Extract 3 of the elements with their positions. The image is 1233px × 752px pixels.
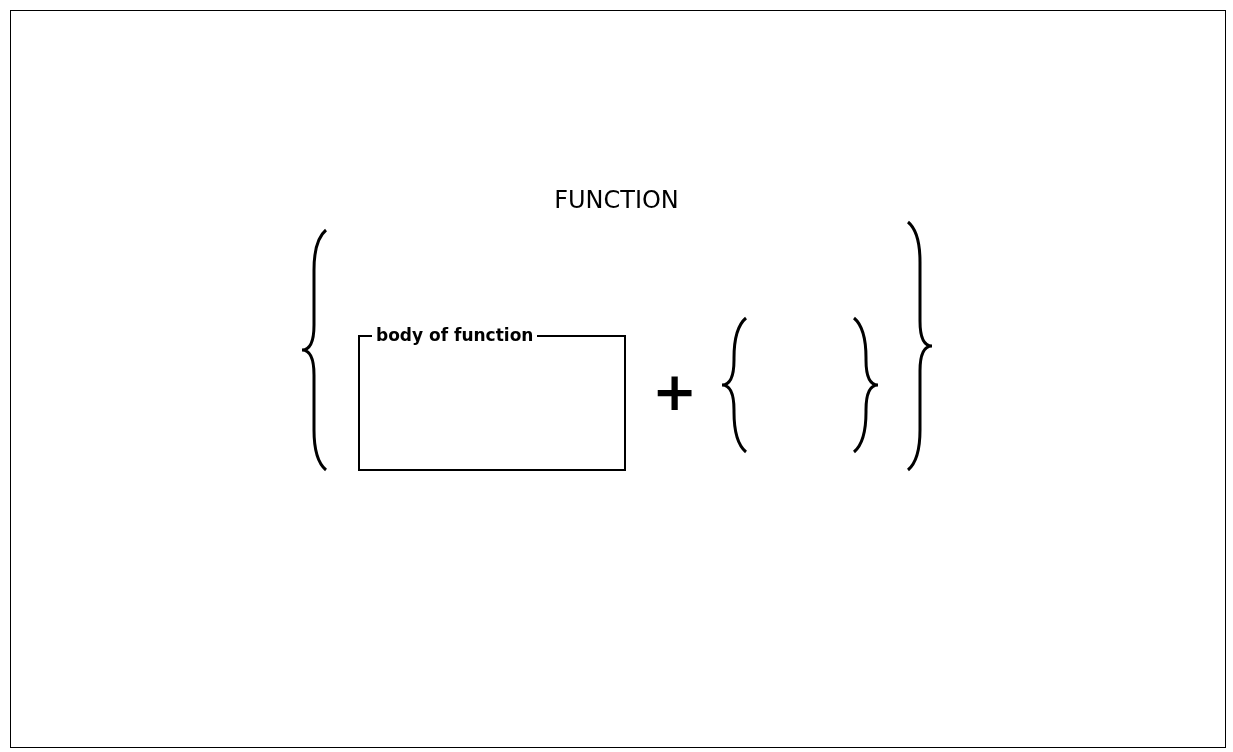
diagram-title: FUNCTION	[554, 186, 679, 214]
plus-sign: +	[652, 362, 698, 422]
box-heading: body of function	[372, 325, 538, 345]
